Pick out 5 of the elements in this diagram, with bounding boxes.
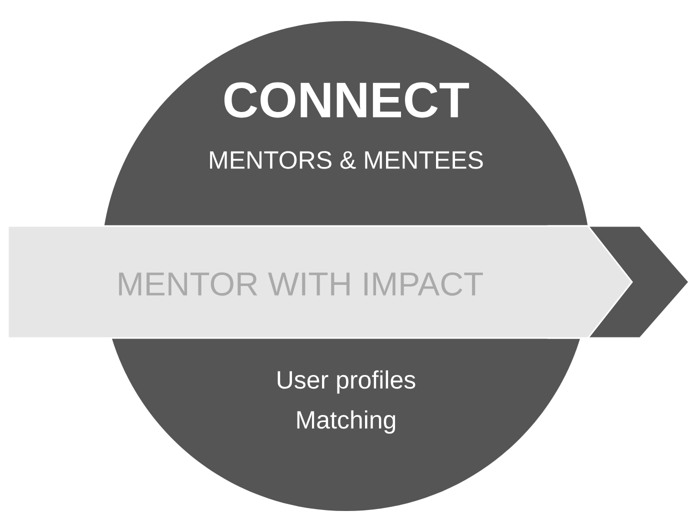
subheading: MENTORS & MENTEES (210, 151, 483, 169)
list-item: Matching (297, 410, 396, 434)
list-item: User profiles (278, 370, 416, 394)
arrow-band: MENTOR WITH IMPACT (7, 225, 633, 339)
heading: CONNECT (224, 82, 470, 118)
